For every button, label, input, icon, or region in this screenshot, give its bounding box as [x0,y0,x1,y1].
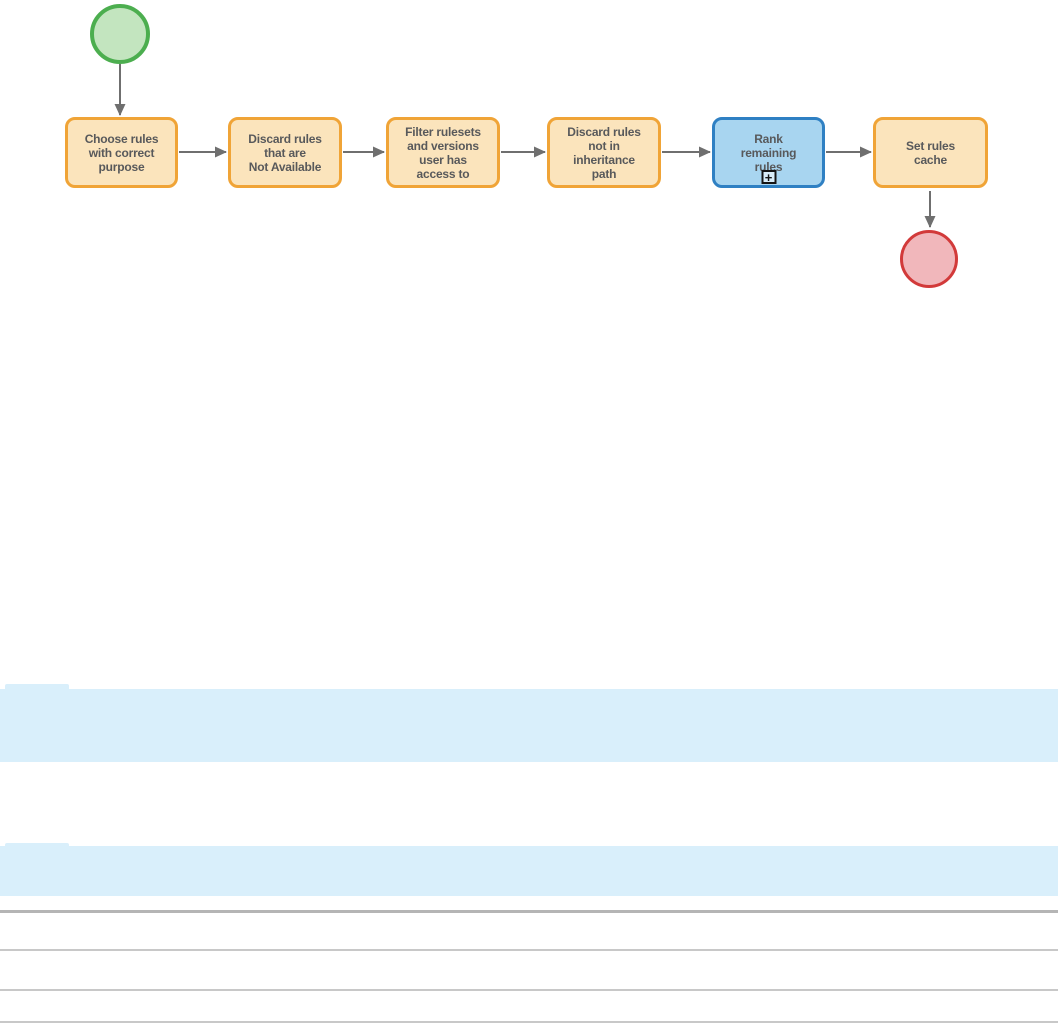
subprocess-expand-icon[interactable]: + [761,170,776,184]
table-top-divider [0,910,1058,913]
table-header-tab-2 [5,843,69,846]
task-discard-inheritance: Discard rules not in inheritance path [547,117,661,188]
task-set-cache: Set rules cache [873,117,988,188]
subprocess-rank-rules-label: Rank remaining rules [740,131,797,174]
task-filter-rulesets: Filter rulesets and versions user has ac… [386,117,500,188]
task-choose-rules: Choose rules with correct purpose [65,117,178,188]
subprocess-rank-rules: Rank remaining rules + [712,117,825,188]
table-row-divider [0,1021,1058,1023]
start-event-circle [90,4,150,64]
table-header-band-1 [0,689,1058,762]
table-header-tab-1 [5,684,69,689]
end-event-circle [900,230,958,288]
table-row-divider [0,989,1058,991]
table-header-band-2 [0,846,1058,896]
task-discard-unavailable: Discard rules that are Not Available [228,117,342,188]
table-row-divider [0,949,1058,951]
